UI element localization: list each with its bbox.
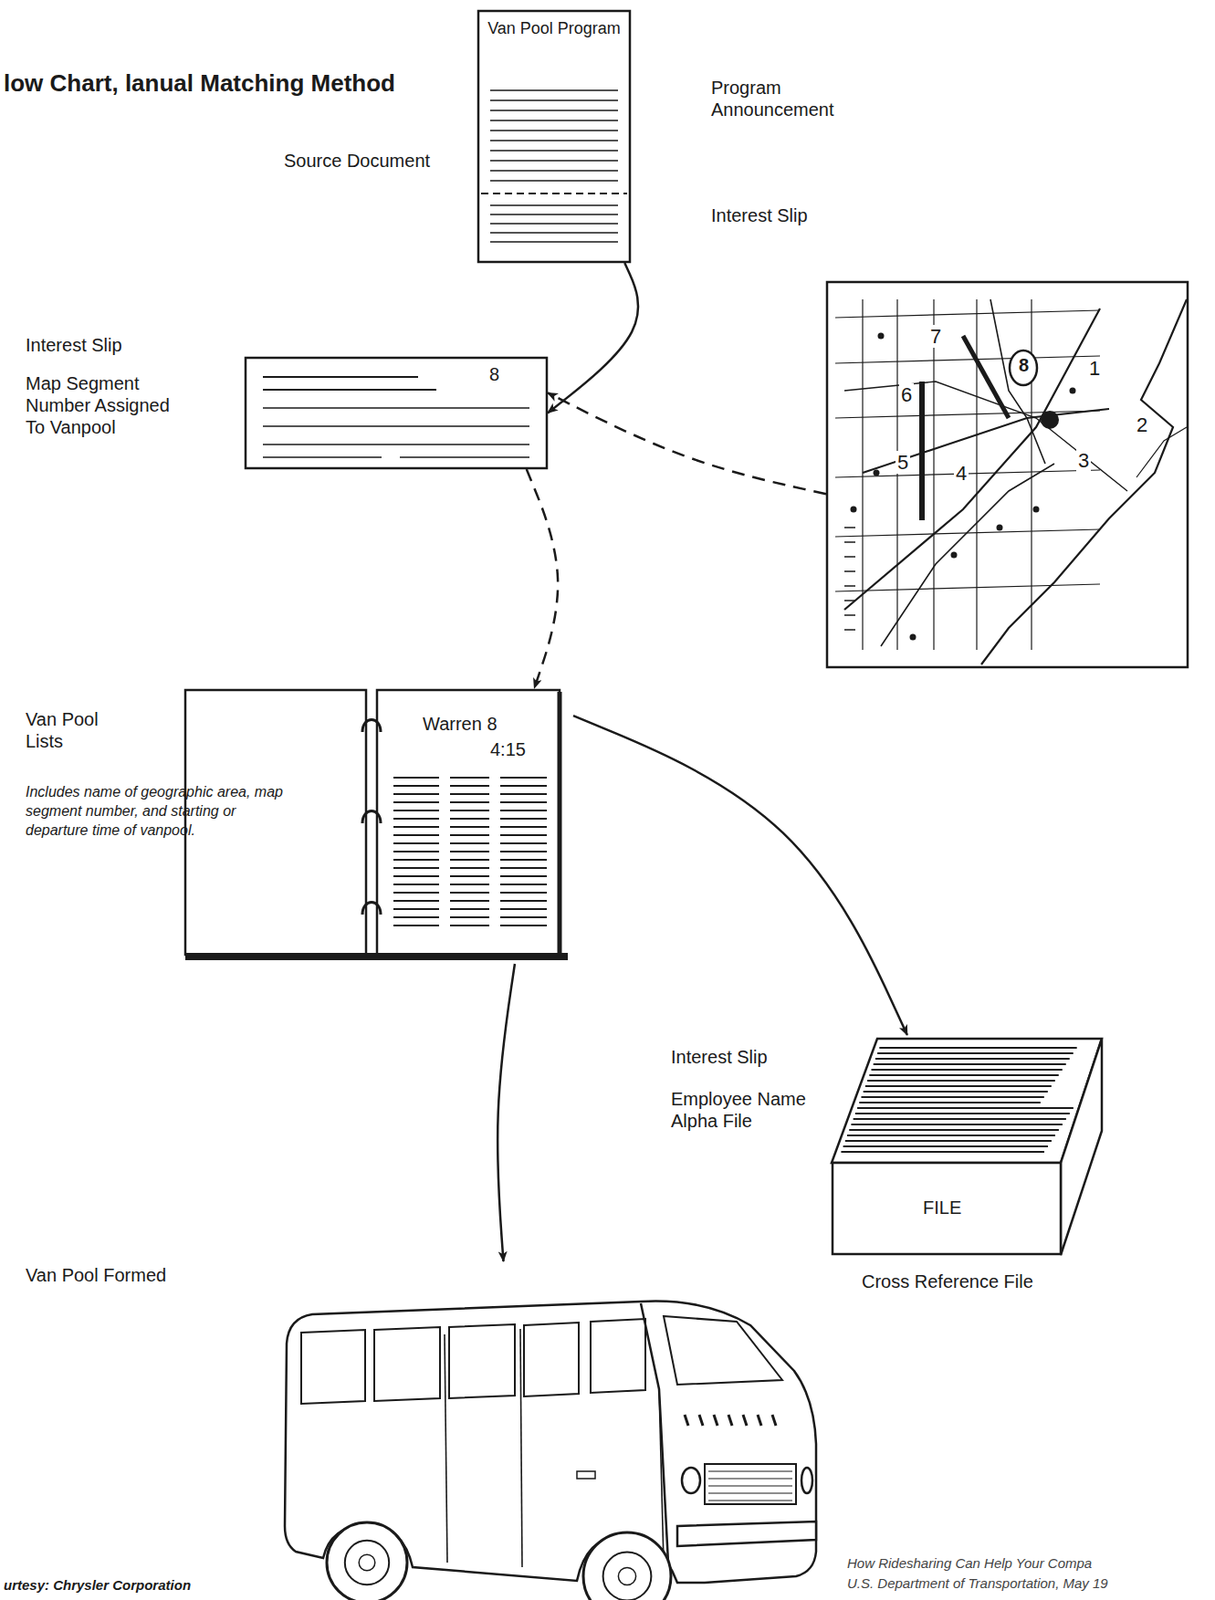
- map-panel-drawing: [826, 281, 1189, 669]
- node-text: Van Pool Formed: [25, 1265, 167, 1287]
- credit-line: How Ridesharing Can Help Your Compa: [847, 1555, 1092, 1572]
- van-drawing: [275, 1261, 818, 1598]
- cross-reference-file-box: FILE: [831, 1035, 1102, 1256]
- map-segment-number: 2: [1134, 413, 1150, 437]
- map-segment-number: 8: [1016, 355, 1031, 377]
- annotation-label: Source Document: [283, 149, 430, 172]
- source-document: Van Pool Program: [477, 10, 631, 263]
- van-pool-binder-drawing: [183, 688, 574, 964]
- flow-arrow: [547, 262, 639, 414]
- van-pool-binder: Warren 8 4:15: [183, 688, 574, 964]
- annotation-label: Map Segment Number Assigned To Vanpool: [25, 372, 189, 439]
- map-segment-number: 1: [1087, 356, 1102, 380]
- map-panel: 7 8 1 6 2 5 4 3: [826, 281, 1189, 669]
- dashed-flow-arrow: [547, 392, 827, 494]
- node-text: Warren 8: [422, 713, 498, 735]
- node-text: 4:15: [490, 739, 526, 761]
- node-text: Van Pool Program: [477, 19, 631, 39]
- annotation-label: Cross Reference File: [861, 1270, 1034, 1293]
- map-segment-number: 5: [895, 450, 911, 474]
- source-document-drawing: [477, 10, 631, 263]
- credit-line: urtesy: Chrysler Corporation: [3, 1577, 191, 1594]
- interest-slip-card-drawing: [244, 356, 548, 470]
- chart-title: low Chart, lanual Matching Method: [3, 69, 396, 98]
- italic-note: Includes name of geographic area, map se…: [25, 783, 300, 840]
- flow-arrow: [573, 715, 908, 1036]
- van: Van Pool Formed: [275, 1261, 818, 1598]
- annotation-label: Program Announcement: [711, 76, 871, 121]
- annotation-label: Interest Slip: [25, 334, 123, 357]
- map-segment-number: 6: [899, 383, 914, 407]
- map-segment-number: 7: [928, 324, 943, 348]
- flow-arrow: [497, 963, 515, 1262]
- map-segment-number: 3: [1076, 449, 1091, 472]
- map-segment-number: 4: [953, 461, 969, 485]
- annotation-label: Van Pool Lists: [25, 708, 126, 753]
- cross-reference-file-box-drawing: [831, 1035, 1102, 1256]
- annotation-label: Interest Slip: [711, 204, 808, 227]
- dashed-flow-arrow: [526, 469, 558, 689]
- credit-line: U.S. Department of Transportation, May 1…: [847, 1575, 1109, 1593]
- node-text: FILE: [922, 1197, 962, 1219]
- interest-slip-card: 8: [244, 356, 548, 470]
- annotation-label: Employee Name Alpha File: [670, 1088, 817, 1132]
- annotation-label: Interest Slip: [670, 1046, 768, 1069]
- node-text: 8: [489, 364, 500, 386]
